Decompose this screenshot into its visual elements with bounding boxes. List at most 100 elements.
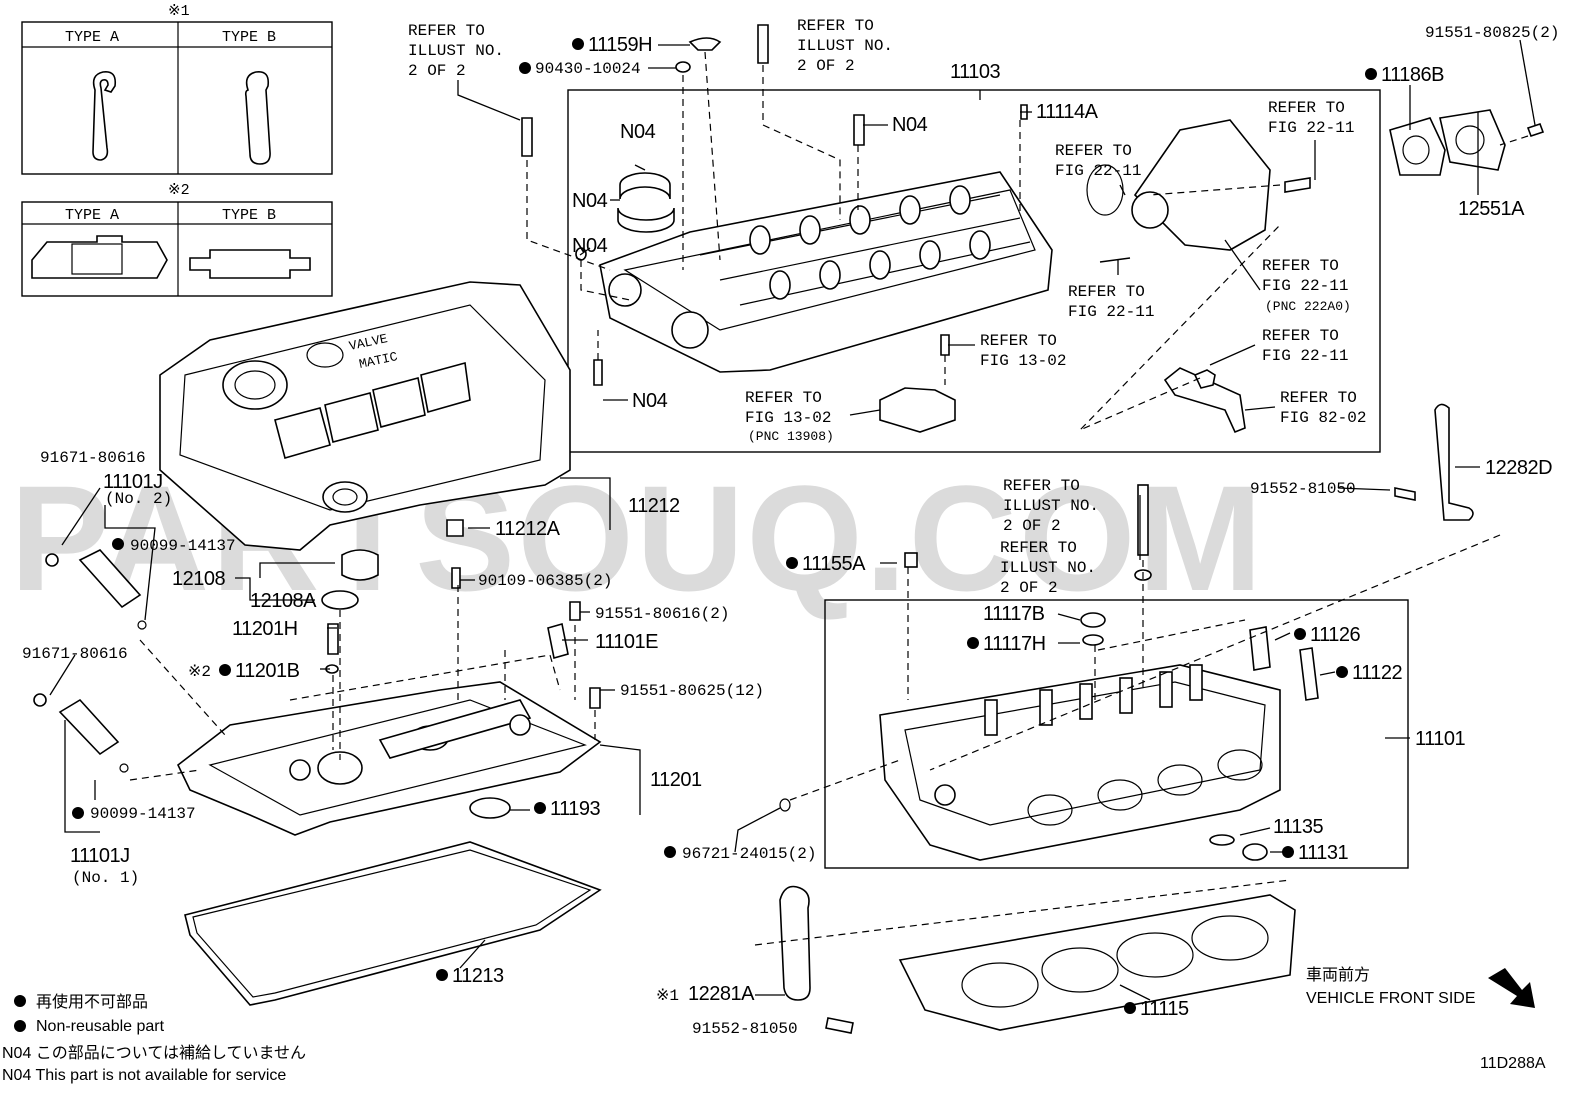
cylinder-head-frame [824,599,1409,869]
table-1-type-b: TYPE B [222,29,276,46]
label-11114A: 11114A [1036,101,1099,123]
label-11115: 11115 [1140,998,1189,1020]
legend: 再使用不可部品 Non-reusable part N04 この部品については補… [2,993,306,1084]
label-11135: 11135 [1273,816,1324,838]
camshaft-housing [575,104,1311,434]
legend-nonreusable-jp: 再使用不可部品 [36,993,148,1011]
label-11212: 11212 [628,495,680,517]
label-91552-81050-a: 91552-81050 [1250,480,1356,498]
label-11101J-no1: 11101J [70,845,130,867]
label-11213: 11213 [452,965,504,987]
head-cover-gasket [184,841,602,1006]
bearing-cap-upper [619,172,671,200]
small-parts [33,24,1545,1034]
table-2-mark: ※2 [168,182,190,199]
label-n04-b: N04 [620,121,656,143]
stud [1099,257,1131,263]
legend-nonreusable-en: Non-reusable part [36,1018,165,1035]
label-91551-80616: 91551-80616(2) [595,605,729,623]
leader-lines [49,39,1536,1001]
label-91671-80616-a: 91671-80616 [40,449,146,467]
head-gasket [898,894,1296,1031]
table-1-mark: ※1 [168,3,190,20]
ports [1027,749,1263,826]
label-mark1: ※1 [656,987,679,1005]
table-2-type-a: TYPE A [65,207,119,224]
gasket-type-b-icon [189,249,311,279]
vvt-actuator [1133,119,1271,251]
dashed-guides [129,51,1529,946]
label-mark2: ※2 [188,663,211,681]
part-labels: 11159H 90430-10024 11103 11114A N04 N04 … [22,24,1559,1038]
label-11131: 11131 [1298,842,1349,864]
toyota-logo-icon [306,342,344,368]
label-90430-10024: 90430-10024 [535,60,641,78]
label-11201B: 11201B [235,660,300,682]
label-11101: 11101 [1415,728,1466,750]
label-11193: 11193 [550,798,601,820]
label-11186B: 11186B [1381,64,1444,86]
camshaft-housing-frame [567,89,1381,453]
label-n04-c: N04 [572,190,608,212]
front-side-en: VEHICLE FRONT SIDE [1306,990,1476,1007]
label-12282D: 12282D [1485,457,1552,479]
label-12108: 12108 [172,568,225,590]
engine-cover: VALVE MATIC [159,281,571,551]
type-table-1: ※1 TYPE A TYPE B [21,3,333,175]
cylinder-head-cover [176,681,602,836]
label-11159H: 11159H [588,34,652,56]
hook-type-b-icon [244,70,271,165]
label-12281A: 12281A [688,983,755,1005]
label-91551-80625: 91551-80625(12) [620,682,764,700]
label-n04-d: N04 [572,235,608,257]
label-90099-14137-a: 90099-14137 [130,537,236,555]
legend-n04-en: N04 This part is not available for servi… [2,1067,286,1084]
label-11201H: 11201H [232,618,298,640]
table-2-type-b: TYPE B [222,207,276,224]
legend-n04-jp: N04 この部品については補給していません [2,1044,306,1062]
label-12551A: 12551A [1458,198,1525,220]
hook-type-a-icon [92,70,117,161]
label-11101E: 11101E [595,631,658,653]
front-side-jp: 車両前方 [1306,966,1370,984]
cylinder-head [879,484,1319,861]
label-90099-14137-b: 90099-14137 [90,805,196,823]
label-11117H: 11117H [983,633,1046,655]
label-11122: 11122 [1352,662,1403,684]
label-12108A: 12108A [250,590,317,612]
label-11212A: 11212A [495,518,561,540]
label-11103: 11103 [950,61,1001,83]
label-11201: 11201 [650,769,702,791]
vehicle-front-indicator: 車両前方 VEHICLE FRONT SIDE [1306,966,1535,1008]
label-96721-24015: 96721-24015(2) [682,845,816,863]
label-11126: 11126 [1310,624,1361,646]
label-90109-06385: 90109-06385(2) [478,572,612,590]
gasket-type-a-icon [31,235,168,279]
label-no2: (No. 2) [105,490,172,508]
label-n04-e: N04 [632,390,668,412]
diagram-code: 11D288A [1480,1055,1546,1072]
label-91551-80825: 91551-80825(2) [1425,24,1559,42]
label-91671-80616-b: 91671-80616 [22,645,128,663]
label-11117B: 11117B [983,603,1045,625]
label-no1: (No. 1) [72,869,139,887]
cam-lobes [749,185,991,300]
valve-guides [984,664,1203,736]
front-arrow-icon [1488,968,1535,1008]
label-11101J-no2: 11101J [103,471,163,493]
label-11155A: 11155A [802,553,866,575]
